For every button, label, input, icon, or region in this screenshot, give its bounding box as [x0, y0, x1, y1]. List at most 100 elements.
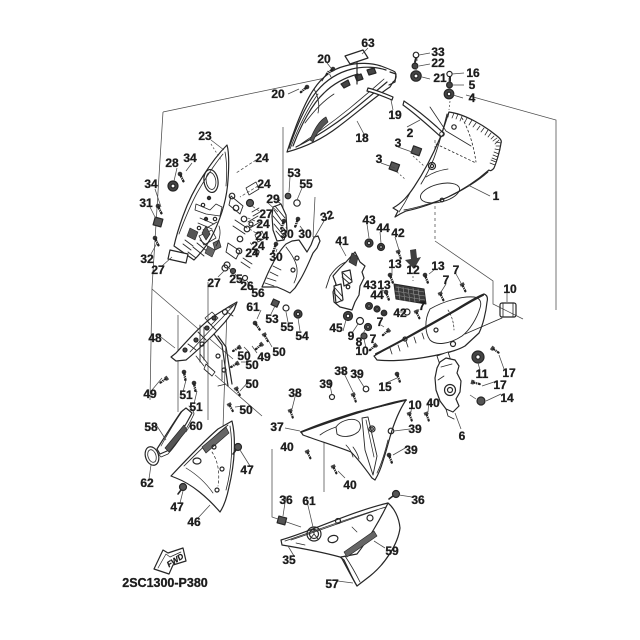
svg-text:56: 56 — [251, 286, 265, 300]
svg-text:25: 25 — [229, 272, 243, 286]
svg-text:2: 2 — [407, 126, 414, 140]
svg-text:13: 13 — [388, 257, 402, 271]
svg-text:47: 47 — [240, 463, 254, 477]
svg-text:41: 41 — [335, 234, 349, 248]
svg-text:42: 42 — [391, 226, 405, 240]
svg-text:20: 20 — [317, 52, 331, 66]
svg-text:34: 34 — [144, 177, 158, 191]
svg-text:1: 1 — [493, 189, 500, 203]
svg-text:31: 31 — [139, 196, 153, 210]
svg-text:17: 17 — [502, 366, 516, 380]
svg-text:62: 62 — [140, 476, 154, 490]
svg-text:50: 50 — [239, 403, 253, 417]
svg-text:20: 20 — [271, 87, 285, 101]
svg-text:50: 50 — [272, 345, 286, 359]
svg-text:50: 50 — [245, 377, 259, 391]
svg-text:7: 7 — [453, 263, 460, 277]
svg-text:2SC1300-P380: 2SC1300-P380 — [122, 576, 208, 590]
svg-text:44: 44 — [370, 288, 384, 302]
svg-text:11: 11 — [476, 367, 489, 381]
svg-text:35: 35 — [282, 553, 296, 567]
svg-text:42: 42 — [393, 306, 407, 320]
svg-text:40: 40 — [426, 396, 440, 410]
svg-text:63: 63 — [361, 36, 375, 50]
svg-text:32: 32 — [140, 252, 154, 266]
svg-text:59: 59 — [385, 544, 399, 558]
svg-text:7: 7 — [370, 332, 377, 346]
svg-text:17: 17 — [493, 378, 507, 392]
svg-text:30: 30 — [269, 250, 283, 264]
svg-text:43: 43 — [362, 213, 376, 227]
svg-text:6: 6 — [459, 429, 466, 443]
svg-text:36: 36 — [279, 493, 293, 507]
svg-text:10: 10 — [503, 282, 517, 296]
svg-text:50: 50 — [245, 358, 259, 372]
svg-text:38: 38 — [288, 386, 302, 400]
svg-text:53: 53 — [265, 312, 279, 326]
svg-text:3: 3 — [376, 152, 383, 166]
svg-text:9: 9 — [348, 329, 355, 343]
svg-text:8: 8 — [356, 335, 363, 349]
svg-text:30: 30 — [298, 227, 312, 241]
svg-text:10: 10 — [408, 398, 422, 412]
svg-text:61: 61 — [246, 300, 260, 314]
svg-text:24: 24 — [256, 217, 270, 231]
svg-text:24: 24 — [245, 246, 259, 260]
svg-text:38: 38 — [334, 364, 348, 378]
svg-text:7: 7 — [419, 299, 426, 313]
svg-text:15: 15 — [378, 380, 392, 394]
svg-text:23: 23 — [198, 129, 212, 143]
svg-text:28: 28 — [165, 156, 179, 170]
svg-text:40: 40 — [343, 478, 357, 492]
svg-text:24: 24 — [251, 239, 265, 253]
svg-text:7: 7 — [377, 315, 384, 329]
svg-text:39: 39 — [319, 377, 333, 391]
svg-text:3: 3 — [395, 136, 402, 150]
svg-text:22: 22 — [431, 56, 445, 70]
svg-text:57: 57 — [325, 577, 339, 591]
svg-text:18: 18 — [355, 131, 369, 145]
svg-text:49: 49 — [257, 350, 271, 364]
svg-text:27: 27 — [207, 276, 221, 290]
svg-text:40: 40 — [280, 440, 294, 454]
svg-text:53: 53 — [287, 166, 301, 180]
svg-text:14: 14 — [500, 391, 514, 405]
svg-text:39: 39 — [408, 422, 422, 436]
svg-text:29: 29 — [266, 192, 280, 206]
svg-text:50: 50 — [237, 349, 251, 363]
svg-text:61: 61 — [302, 494, 316, 508]
svg-text:24: 24 — [255, 151, 269, 165]
svg-text:46: 46 — [187, 515, 201, 529]
svg-text:37: 37 — [270, 420, 284, 434]
svg-text:54: 54 — [295, 329, 309, 343]
svg-text:49: 49 — [143, 387, 157, 401]
svg-text:47: 47 — [170, 500, 184, 514]
svg-text:48: 48 — [148, 331, 162, 345]
svg-text:30: 30 — [280, 227, 294, 241]
svg-text:27: 27 — [151, 263, 165, 277]
svg-text:24: 24 — [255, 229, 269, 243]
svg-text:58: 58 — [144, 420, 158, 434]
svg-text:51: 51 — [179, 388, 193, 402]
svg-text:39: 39 — [350, 367, 364, 381]
svg-text:24: 24 — [257, 177, 271, 191]
svg-text:45: 45 — [329, 321, 343, 335]
svg-text:12: 12 — [406, 263, 420, 277]
svg-text:39: 39 — [404, 443, 418, 457]
svg-text:32: 32 — [319, 207, 336, 224]
svg-text:21: 21 — [433, 71, 447, 85]
svg-text:60: 60 — [189, 419, 203, 433]
svg-text:44: 44 — [376, 221, 390, 235]
svg-text:55: 55 — [299, 177, 313, 191]
svg-text:5: 5 — [469, 78, 476, 92]
svg-text:16: 16 — [466, 66, 480, 80]
svg-text:4: 4 — [469, 91, 476, 105]
svg-text:26: 26 — [240, 279, 254, 293]
svg-text:27: 27 — [259, 207, 273, 221]
svg-text:13: 13 — [377, 278, 391, 292]
svg-text:7: 7 — [443, 273, 450, 287]
svg-text:13: 13 — [431, 259, 445, 273]
svg-text:10: 10 — [355, 344, 369, 358]
svg-text:33: 33 — [431, 45, 445, 59]
svg-text:43: 43 — [363, 278, 377, 292]
